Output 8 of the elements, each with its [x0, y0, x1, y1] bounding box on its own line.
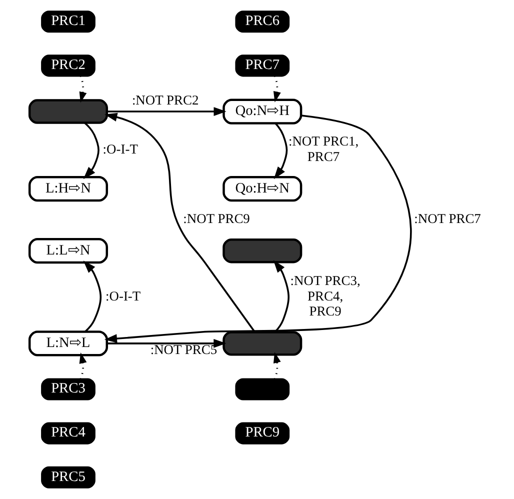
edge-label: :NOT PRC3, PRC4, PRC9 [290, 273, 360, 319]
edge-label: :NOT PRC9 [183, 210, 250, 226]
edge-label: :NOT PRC5 [150, 342, 218, 358]
edge-label: :O-I-T [105, 288, 141, 304]
edge-label: :O-I-T [102, 141, 138, 156]
edge-label: :NOT PRC2 [132, 92, 199, 108]
edge-label: :NOT PRC7 [414, 210, 481, 226]
edge-label: :NOT PRC1, PRC7 [288, 134, 359, 164]
